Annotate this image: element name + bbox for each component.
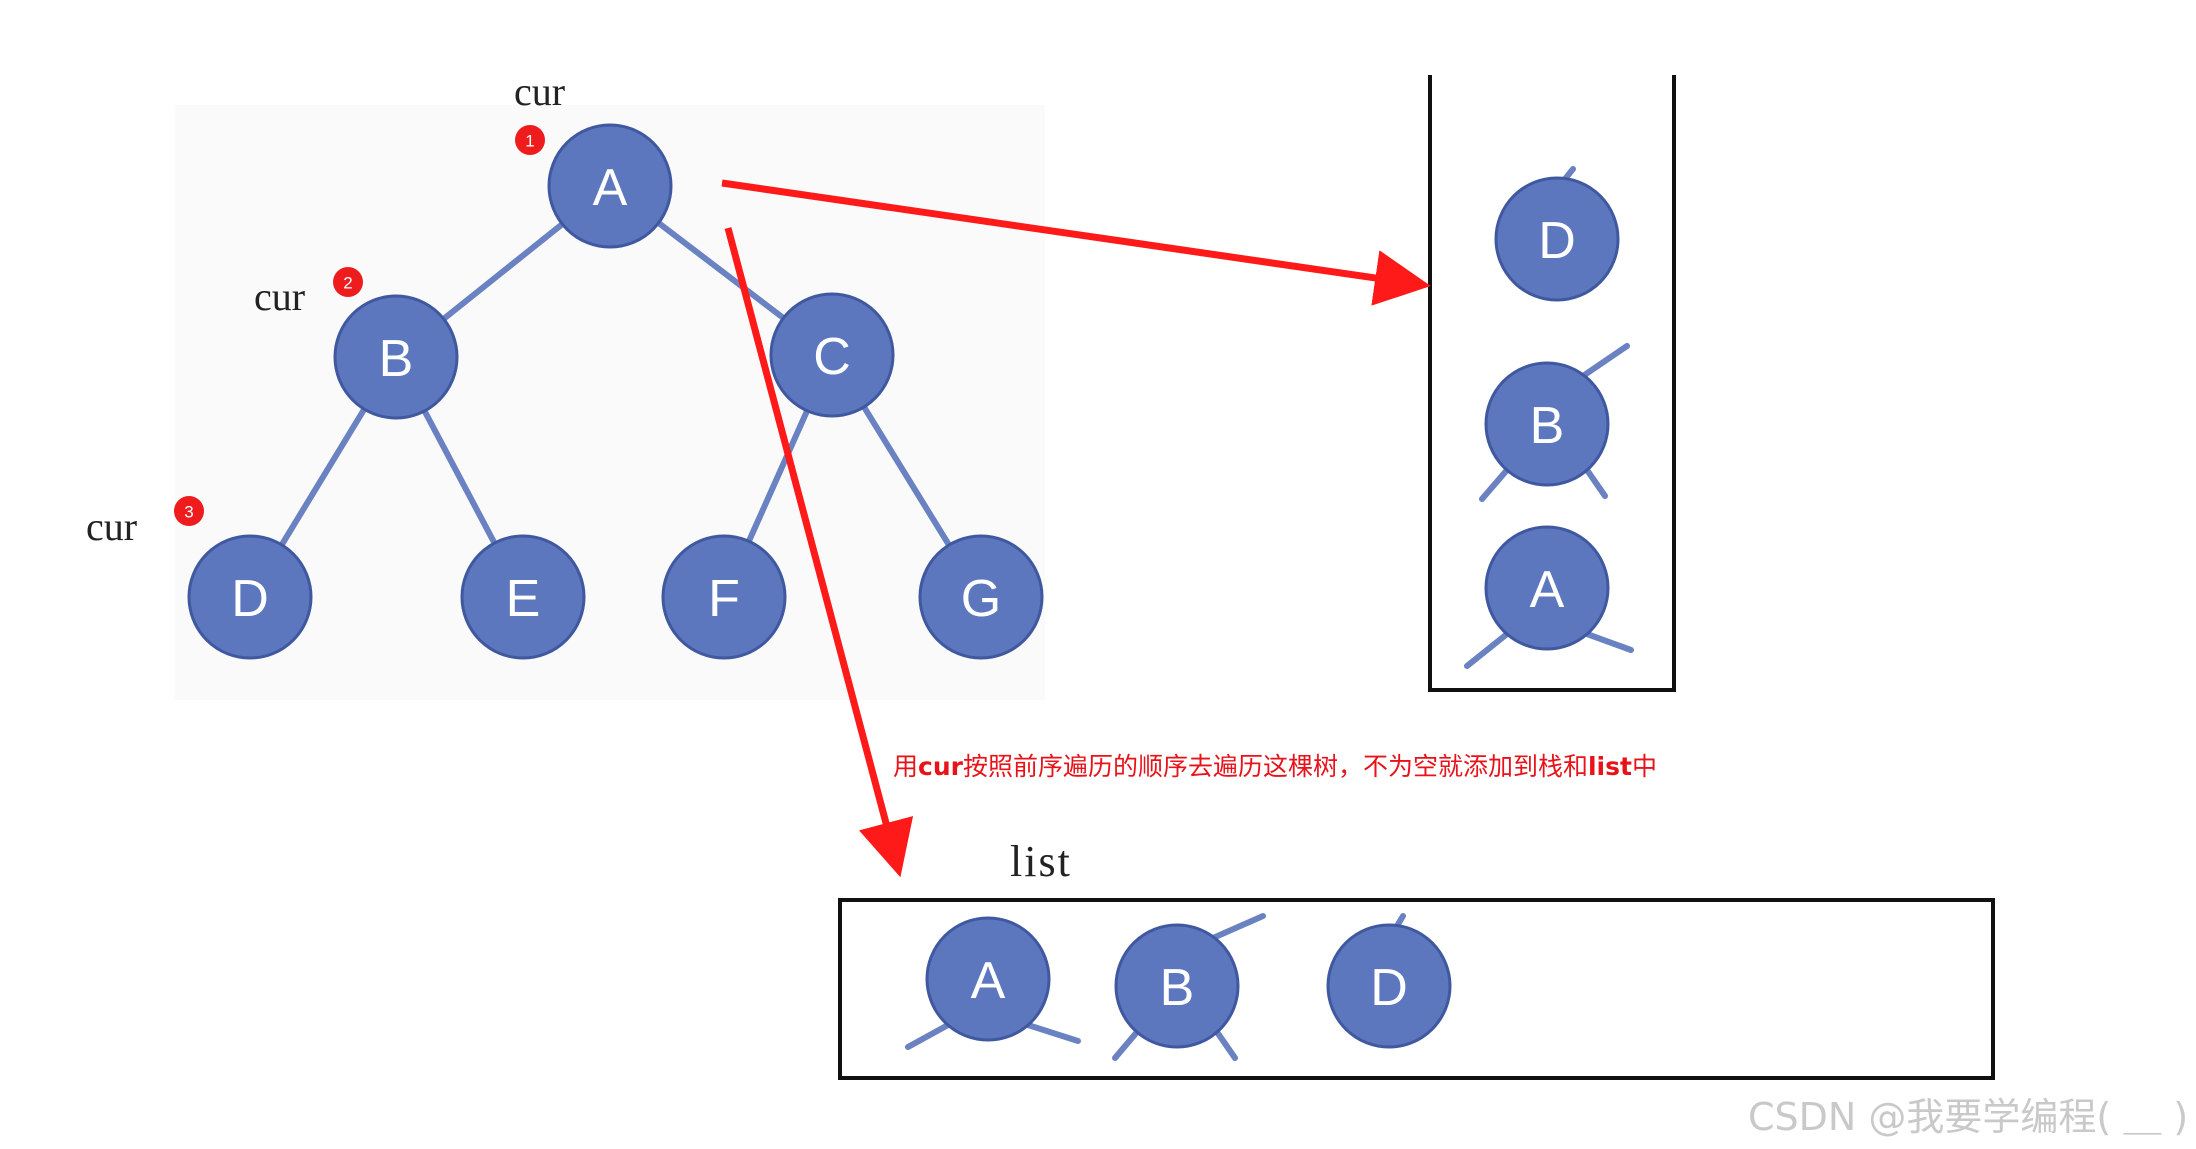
stack-node-circle xyxy=(1484,525,1610,651)
step-badge-number: 2 xyxy=(343,274,352,293)
tree-node-e: E xyxy=(460,534,586,660)
watermark: CSDN @我要学编程( ＿ ) xyxy=(1748,1095,2188,1139)
list-label: list xyxy=(1010,837,1072,886)
step-badge xyxy=(515,125,545,155)
cursor-marker-2: cur 2 xyxy=(254,267,363,319)
stack-items: D B A xyxy=(1464,166,1634,669)
edge-stub xyxy=(1584,467,1608,499)
arrow-to-stack xyxy=(721,179,1431,306)
list-node-circle xyxy=(1326,923,1452,1049)
step-badge-number: 1 xyxy=(525,132,534,151)
tree-node-label: E xyxy=(506,570,541,628)
caption-run: 用 xyxy=(893,752,918,781)
tree-node-b: B xyxy=(333,294,459,420)
step-badge xyxy=(333,267,363,297)
edge-stub xyxy=(1584,631,1634,653)
tree-node-label: A xyxy=(593,159,628,217)
tree-node-label: D xyxy=(231,570,269,628)
edge-stub xyxy=(1464,631,1510,669)
tree-nodes: A B C D E F G xyxy=(187,123,1044,660)
edge-stub xyxy=(1214,1029,1238,1061)
cursor-marker-1: cur 1 xyxy=(514,69,565,155)
edge-stub xyxy=(1580,343,1630,379)
cursor-label: cur xyxy=(86,504,137,549)
caption-run: 中 xyxy=(1632,752,1657,781)
edge-stub xyxy=(1479,467,1510,502)
stack-container xyxy=(1428,75,1676,692)
edge-stub xyxy=(1112,1029,1140,1061)
stack-node-label: D xyxy=(1538,212,1576,270)
caption-keyword: list xyxy=(1588,752,1632,781)
list-node-label: D xyxy=(1370,959,1408,1017)
caption-keyword: cur xyxy=(918,752,964,781)
list-item-b: B xyxy=(1112,913,1266,1061)
stack-item-b: B xyxy=(1479,343,1630,502)
cursor-marker-3: cur 3 xyxy=(86,496,204,549)
stack-node-circle xyxy=(1494,176,1620,302)
tree-node-d: D xyxy=(187,534,313,660)
tree-node-circle xyxy=(333,294,459,420)
step-badge xyxy=(174,496,204,526)
edge-stub xyxy=(905,1022,951,1050)
tree-node-circle xyxy=(187,534,313,660)
cursor-label: cur xyxy=(514,69,565,114)
list-node-label: B xyxy=(1160,959,1195,1017)
cursor-label: cur xyxy=(254,274,305,319)
tree-node-label: G xyxy=(961,570,1001,628)
cursor-markers: cur 1 cur 2 cur 3 xyxy=(86,69,565,549)
stack-item-d: D xyxy=(1494,166,1620,302)
tree-node-label: C xyxy=(813,328,851,386)
list-item-d: D xyxy=(1326,913,1452,1049)
tree-node-f: F xyxy=(661,534,787,660)
tree-node-circle xyxy=(769,292,895,418)
tree-node-c: C xyxy=(769,292,895,418)
tree-node-g: G xyxy=(918,534,1044,660)
stack-node-circle xyxy=(1484,361,1610,487)
step-badge-number: 3 xyxy=(184,503,193,522)
list-item-a: A xyxy=(905,916,1081,1050)
edge-stub xyxy=(1210,913,1266,941)
list-node-label: A xyxy=(971,952,1006,1010)
list-node-circle xyxy=(925,916,1051,1042)
tree-node-circle xyxy=(460,534,586,660)
stack-node-label: B xyxy=(1530,397,1565,455)
tree-node-label: B xyxy=(379,330,414,388)
list-container xyxy=(838,898,1995,1080)
tree-node-label: F xyxy=(708,570,740,628)
edge-stub xyxy=(1025,1022,1081,1044)
list-node-circle xyxy=(1114,923,1240,1049)
arrow-to-list xyxy=(724,227,914,878)
stack-item-a: A xyxy=(1464,525,1634,669)
caption-run: 按照前序遍历的顺序去遍历这棵树，不为空就添加到栈和 xyxy=(963,752,1588,781)
tree-node-a: A xyxy=(547,123,673,249)
tree-node-circle xyxy=(547,123,673,249)
tree-node-circle xyxy=(661,534,787,660)
stack-node-label: A xyxy=(1530,561,1565,619)
tree-node-circle xyxy=(918,534,1044,660)
caption-text: 用cur按照前序遍历的顺序去遍历这棵树，不为空就添加到栈和list中 xyxy=(893,752,1657,781)
